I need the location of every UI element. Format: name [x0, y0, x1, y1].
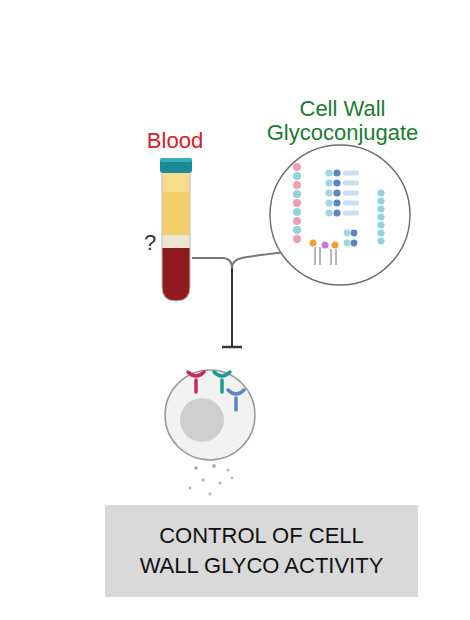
sugar-unit: [293, 190, 301, 198]
sugar-unit: [333, 169, 340, 176]
cap-highlight: [160, 158, 192, 162]
sugar-unit: [293, 235, 301, 243]
zoom-circle: [270, 145, 410, 285]
sugar-chain: [343, 171, 359, 176]
sugar-unit: [325, 199, 332, 206]
sugar-unit: [333, 199, 340, 206]
question-mark: ?: [144, 230, 156, 256]
sugar-unit: [293, 181, 301, 189]
lipid-tails: [315, 247, 336, 265]
sugar-unit: [333, 179, 340, 186]
sugar-unit: [344, 230, 351, 237]
cell: [165, 370, 255, 460]
buffy-coat: [162, 235, 190, 249]
sugar-unit: [333, 209, 340, 216]
sugar-chain: [343, 201, 359, 206]
nucleus: [180, 398, 224, 442]
sugar-unit: [293, 199, 301, 207]
blood-tube: Blood: [145, 125, 205, 310]
bracket-line: [192, 258, 232, 268]
sugar-unit: [377, 189, 384, 196]
anchor: [332, 242, 339, 249]
sugar-unit: [344, 240, 351, 247]
sugar-unit: [351, 230, 358, 237]
sugar-unit: [293, 172, 301, 180]
sugar-unit: [351, 240, 358, 247]
tube-cap: [160, 158, 192, 173]
node-heading: Blood: [145, 129, 205, 153]
node-heading: Cell Wall Glycoconjugate: [255, 97, 430, 145]
sugar-unit: [293, 217, 301, 225]
sugar-unit: [377, 229, 384, 236]
plasma-top: [162, 172, 190, 192]
sugar-chain: [343, 211, 359, 216]
sugar-chain: [343, 181, 359, 186]
sugar-unit: [377, 197, 384, 204]
tube-outline: [162, 172, 190, 301]
sugar-unit: [325, 209, 332, 216]
glycoconjugate-circle: Cell Wall Glycoconjugate: [255, 95, 430, 290]
plasma: [162, 172, 190, 236]
inhibition-bar: [222, 346, 242, 349]
anchor: [310, 240, 317, 247]
sugar-unit: [377, 237, 384, 244]
sugar-unit: [377, 213, 384, 220]
secreted-dots: [189, 464, 234, 495]
bracket-line: [232, 252, 287, 268]
box-text: CONTROL OF CELL WALL GLYCO ACTIVITY: [131, 521, 392, 581]
sugar-unit: [325, 169, 332, 176]
sugar-unit: [333, 189, 340, 196]
receptors: [188, 372, 244, 410]
inhibition-line: [231, 268, 233, 347]
result-box: CONTROL OF CELL WALL GLYCO ACTIVITY: [105, 505, 418, 597]
anchor: [322, 242, 329, 249]
sugar-chain: [343, 191, 359, 196]
sugar-unit: [293, 208, 301, 216]
sugar-unit: [293, 163, 301, 171]
red-cells: [162, 248, 190, 301]
sugar-unit: [325, 179, 332, 186]
sugar-unit: [293, 226, 301, 234]
sugar-unit: [377, 205, 384, 212]
sugar-unit: [377, 221, 384, 228]
sugar-unit: [325, 189, 332, 196]
